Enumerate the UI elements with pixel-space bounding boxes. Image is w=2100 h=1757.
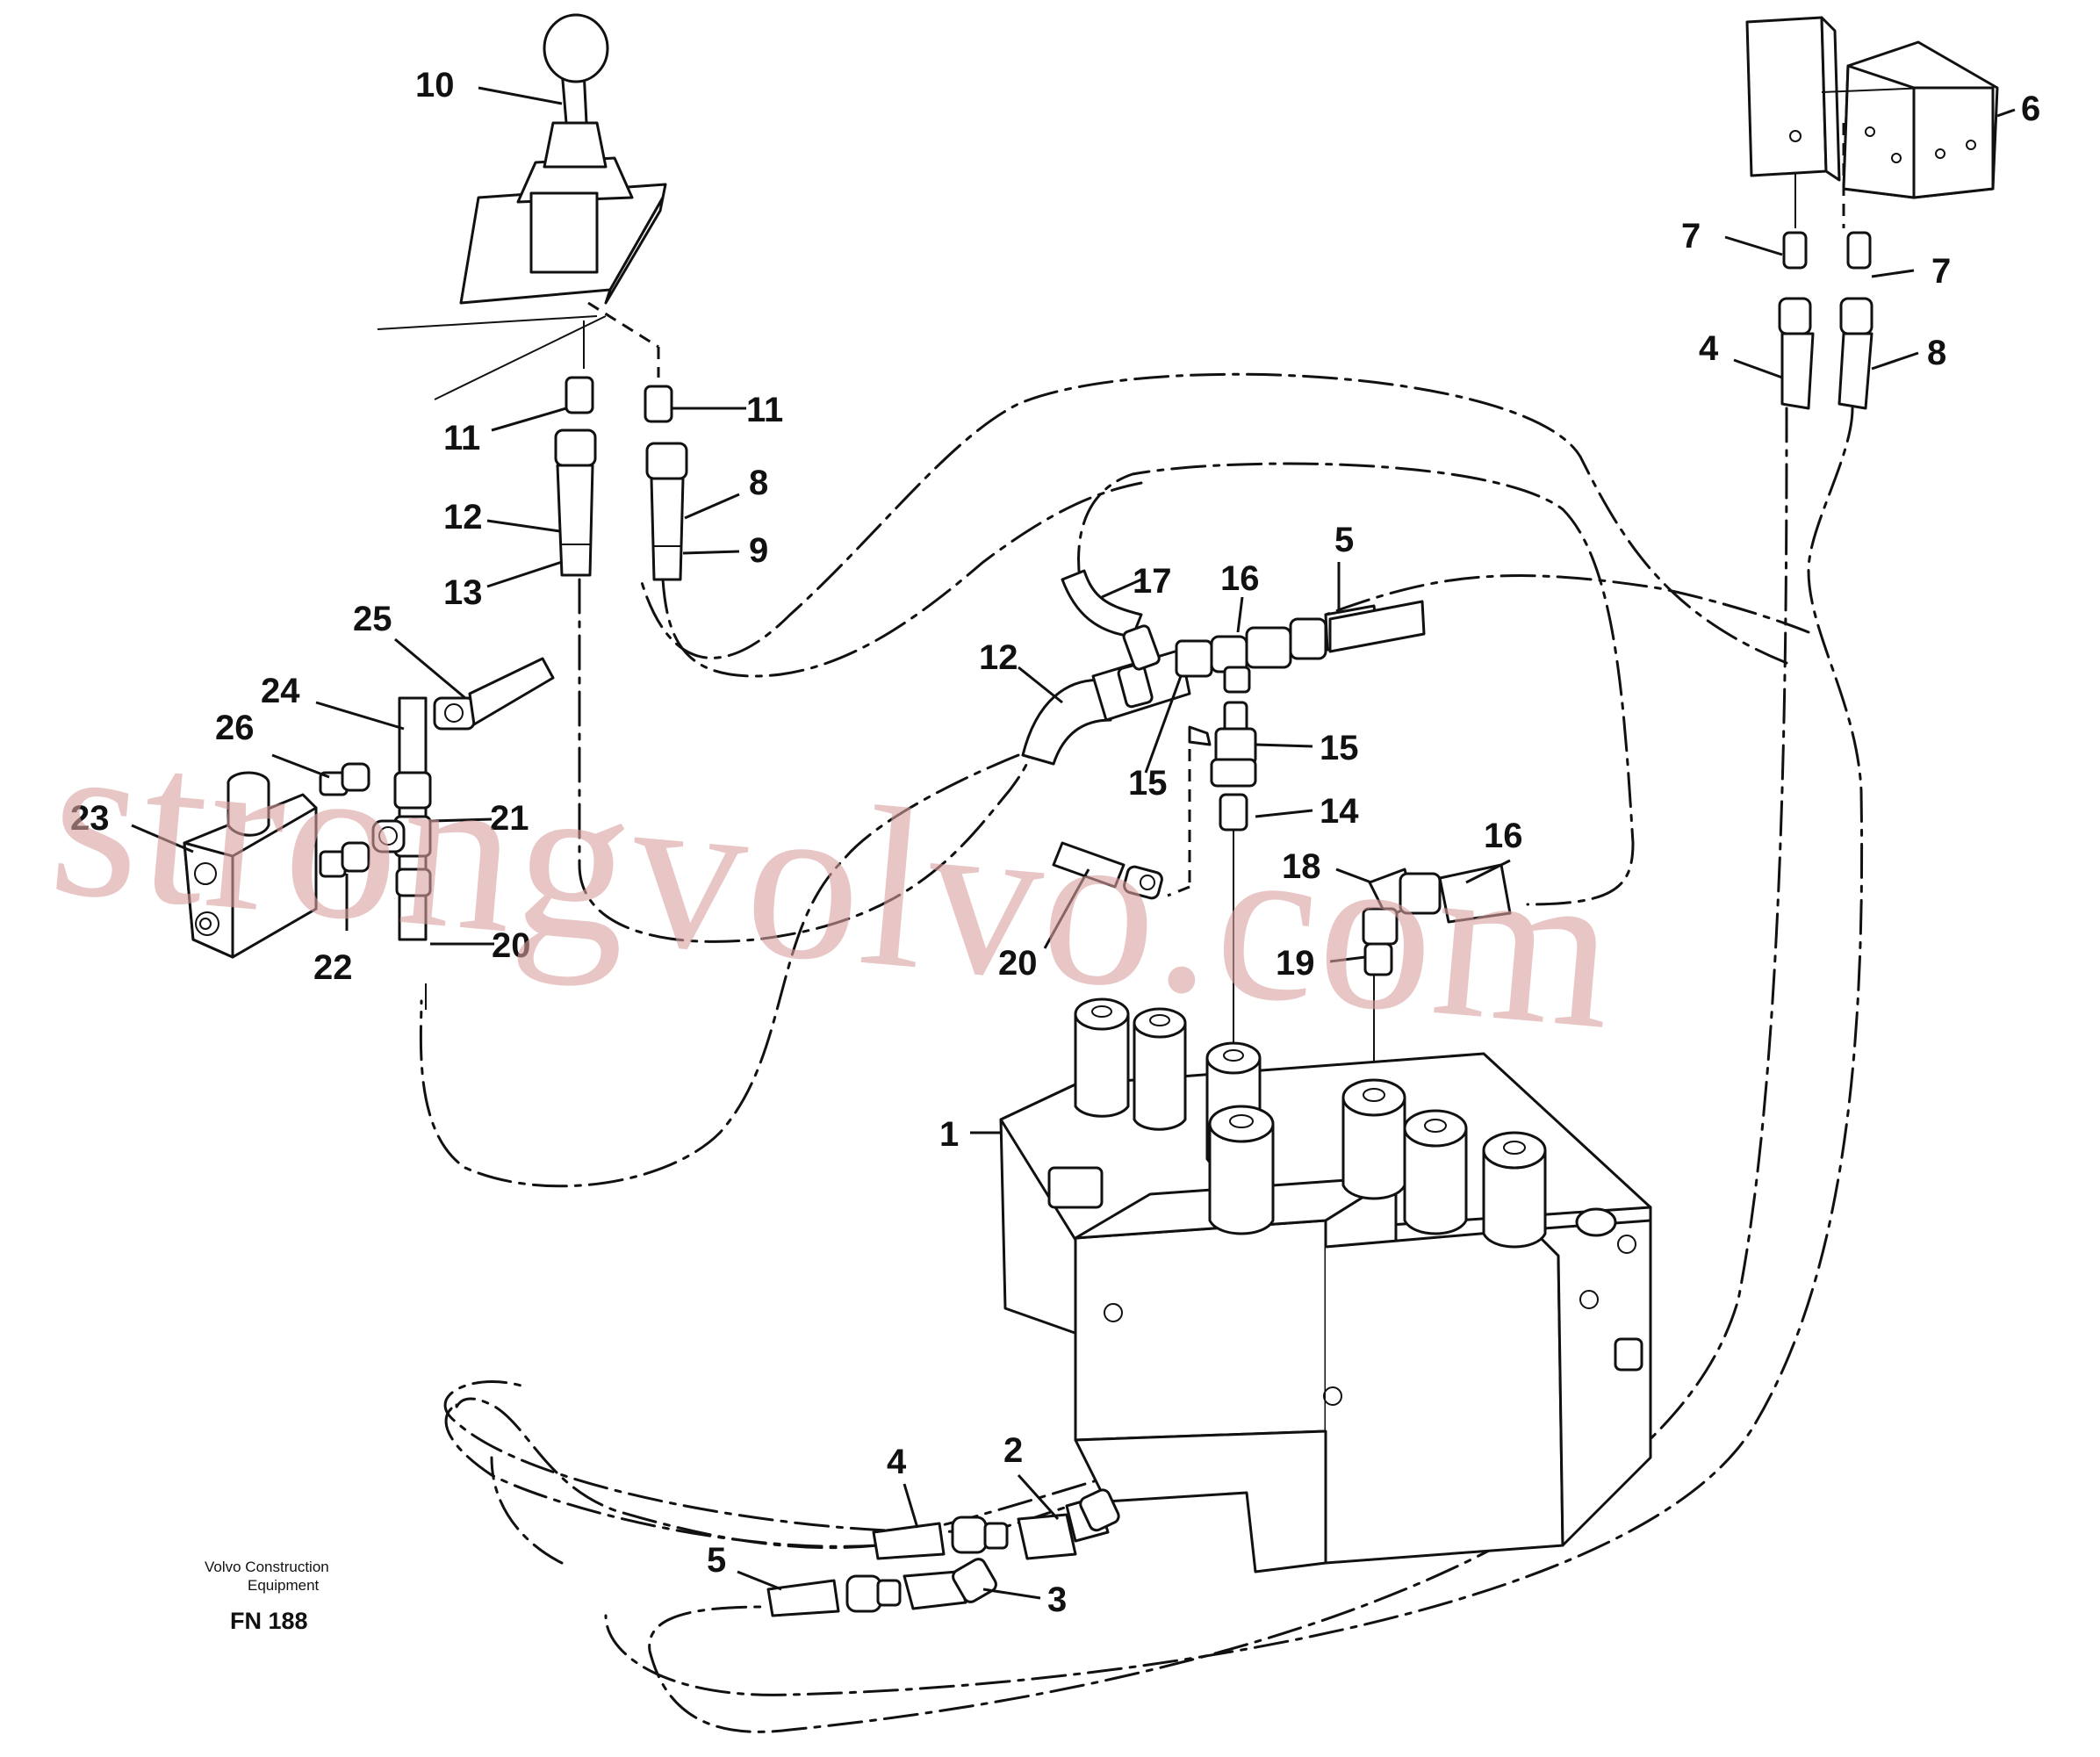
right-elbow-assembly: [1362, 863, 1512, 976]
callout-13: 13: [443, 573, 483, 612]
callout-11-right: 11: [746, 391, 783, 429]
callout-labels: 10 6 7 7 4 8 11 11 12 8 13 9 5 17 16 12 …: [70, 66, 2040, 1619]
callout-24: 24: [261, 672, 300, 710]
callout-6: 6: [2021, 90, 2040, 128]
callout-11-left: 11: [443, 419, 480, 457]
maker-name: Volvo Construction: [205, 1559, 329, 1575]
hose-20-centre: [1052, 841, 1163, 900]
callout-14: 14: [1320, 792, 1359, 831]
callout-26: 26: [215, 709, 255, 747]
callout-12-centre: 12: [979, 638, 1018, 677]
callout-8-left: 8: [749, 464, 768, 502]
callout-17: 17: [1133, 562, 1172, 601]
joystick-pilot-valve: [377, 13, 667, 400]
callout-3: 3: [1047, 1581, 1067, 1619]
callout-15-right: 15: [1320, 729, 1359, 767]
right-hose-fittings: [1778, 231, 1873, 410]
figure-code: FN 188: [230, 1608, 308, 1634]
centre-tee-assembly: [1021, 569, 1426, 832]
bottom-hose-fittings: [766, 1488, 1120, 1617]
callout-5-centre: 5: [1334, 521, 1354, 559]
callout-22: 22: [313, 948, 353, 987]
callout-15-lower: 15: [1128, 764, 1168, 803]
control-valve-block: [1745, 16, 1999, 199]
leader-lines: [131, 86, 2016, 1600]
callout-7-right: 7: [1931, 252, 1951, 291]
callout-19: 19: [1276, 944, 1315, 983]
callout-16-centre: 16: [1220, 559, 1260, 598]
callout-21: 21: [490, 799, 529, 838]
callout-18: 18: [1282, 847, 1321, 886]
callout-1: 1: [939, 1115, 959, 1154]
callout-4-top: 4: [1699, 329, 1719, 368]
figure-footer: Volvo Construction Equipment FN 188: [205, 1559, 329, 1634]
callout-25: 25: [353, 600, 392, 638]
callout-12-left: 12: [443, 498, 483, 536]
callout-20-left: 20: [492, 926, 531, 965]
main-manifold: [999, 997, 1652, 1573]
callout-20-centre: 20: [998, 944, 1038, 983]
callout-9: 9: [749, 531, 768, 570]
hose-lines: [419, 372, 1864, 1733]
callout-7-left: 7: [1681, 217, 1701, 256]
callout-23: 23: [70, 799, 110, 838]
callout-16-right: 16: [1484, 817, 1523, 855]
callout-4-bottom: 4: [887, 1443, 907, 1481]
callout-8-top: 8: [1927, 334, 1946, 372]
callout-10: 10: [415, 66, 455, 104]
callout-5-bottom: 5: [707, 1541, 726, 1580]
left-valve-block: [183, 657, 555, 959]
left-hose-fittings: [554, 376, 688, 581]
watermark-text: strongvolvo.com: [42, 689, 1625, 1077]
maker-subtitle: Equipment: [248, 1577, 320, 1594]
callout-2: 2: [1003, 1431, 1023, 1470]
